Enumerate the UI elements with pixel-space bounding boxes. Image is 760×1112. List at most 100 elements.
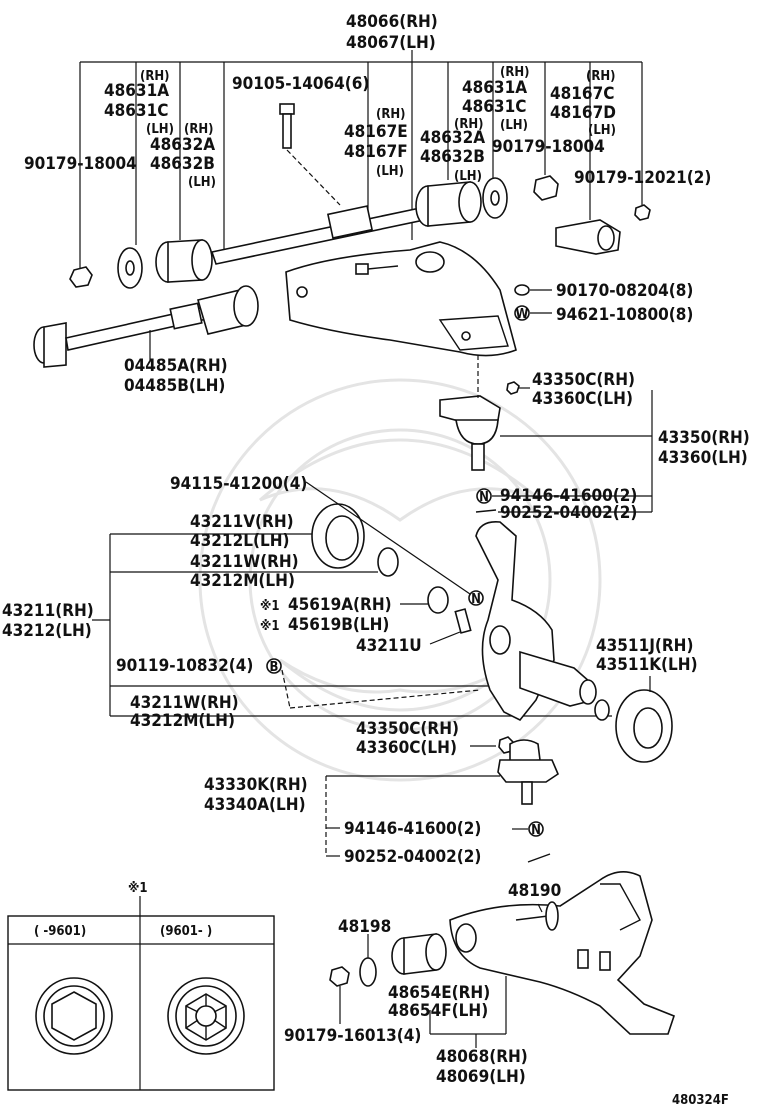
label-lh-1: (LH) bbox=[146, 122, 174, 137]
washer-48198 bbox=[359, 934, 377, 987]
label-48631C-2: 48631C bbox=[462, 97, 526, 117]
label-43330K: 43330K(RH) bbox=[204, 775, 308, 795]
label-43350C-upper: 43350C(RH) bbox=[532, 370, 635, 390]
nut-90179-12021 bbox=[634, 204, 651, 221]
label-48632B-1: 48632B bbox=[150, 154, 215, 174]
label-45619A: 45619A(RH) bbox=[288, 595, 392, 615]
label-rh-4: (RH) bbox=[454, 117, 484, 132]
label-43340A: 43340A(LH) bbox=[204, 795, 306, 815]
label-90170: 90170-08204(8) bbox=[556, 281, 693, 301]
leader-43211 bbox=[92, 533, 612, 717]
washer-marker-label: W bbox=[516, 307, 529, 322]
bearing-43211W-outer bbox=[594, 699, 610, 721]
watermark-emblem bbox=[198, 378, 602, 782]
label-48632A-1: 48632A bbox=[150, 135, 215, 155]
label-94146-upper: 94146-41600(2) bbox=[500, 486, 637, 506]
label-90179-18004-left: 90179-18004 bbox=[24, 154, 137, 174]
nut-marker-label: N bbox=[479, 490, 489, 505]
label-43511J: 43511J(RH) bbox=[596, 636, 693, 656]
label-rh-1: (RH) bbox=[140, 69, 170, 84]
label-lh-4: (LH) bbox=[454, 169, 482, 184]
spacer-45619 bbox=[400, 586, 449, 614]
label-43511K: 43511K(LH) bbox=[596, 655, 698, 675]
label-48632B-2: 48632B bbox=[420, 147, 485, 167]
lower-control-arm bbox=[449, 871, 675, 1035]
label-43212M-2: 43212M(LH) bbox=[130, 711, 235, 731]
label-04485A: 04485A(RH) bbox=[124, 356, 228, 376]
washer-94621-marker: W bbox=[514, 305, 552, 322]
nut-marker-label-3: N bbox=[531, 823, 541, 838]
label-star-1: ※1 bbox=[260, 599, 280, 614]
label-43212L: 43212L(LH) bbox=[190, 531, 289, 551]
label-90119: 90119-10832(4) bbox=[116, 656, 253, 676]
bushing-48632-right bbox=[415, 181, 482, 227]
bushing-48632-left bbox=[155, 239, 213, 283]
label-lh-2: (LH) bbox=[188, 175, 216, 190]
nut-90179-left bbox=[69, 266, 93, 288]
bearing-43211W bbox=[377, 547, 399, 577]
inset-hex-nut bbox=[35, 977, 113, 1055]
label-ref: 480324F bbox=[672, 1093, 729, 1108]
label-48654F: 48654F(LH) bbox=[388, 1001, 488, 1021]
label-43212: 43212(LH) bbox=[2, 621, 92, 641]
seal-43211V bbox=[311, 503, 365, 569]
cotter-pin-90252 bbox=[527, 853, 551, 863]
dust-cover-43511 bbox=[615, 676, 673, 763]
label-48069: 48069(LH) bbox=[436, 1067, 526, 1087]
bolt-marker-label: B bbox=[270, 660, 279, 675]
label-48631A-2: 48631A bbox=[462, 78, 527, 98]
label-48198: 48198 bbox=[338, 917, 391, 937]
label-lh-5: (LH) bbox=[500, 118, 528, 133]
label-43212M-1: 43212M(LH) bbox=[190, 571, 295, 591]
label-90252-upper: 90252-04002(2) bbox=[500, 503, 637, 523]
cam-48167 bbox=[555, 219, 621, 255]
label-48632A-2: 48632A bbox=[420, 128, 485, 148]
label-48631A-1: 48631A bbox=[104, 81, 169, 101]
label-43360C-lower: 43360C(LH) bbox=[356, 738, 457, 758]
label-lh-3: (LH) bbox=[376, 164, 404, 179]
label-48631C-1: 48631C bbox=[104, 101, 168, 121]
label-90179-18004-right: 90179-18004 bbox=[492, 137, 605, 157]
inset-hex-socket bbox=[167, 977, 245, 1055]
leader-48068 bbox=[429, 976, 507, 1048]
label-lh-6: (LH) bbox=[588, 123, 616, 138]
label-rh-2: (RH) bbox=[184, 122, 214, 137]
label-inset-col1: ( -9601) bbox=[34, 924, 86, 939]
label-48167C: 48167C bbox=[550, 84, 614, 104]
lower-ball-joint bbox=[470, 736, 559, 805]
label-48066: 48066(RH) bbox=[346, 12, 438, 32]
label-48167E: 48167E bbox=[344, 122, 408, 142]
label-48190: 48190 bbox=[508, 881, 561, 901]
bolt-90105 bbox=[279, 103, 341, 206]
bolt-43211U bbox=[429, 608, 472, 645]
label-43211W-2: 43211W(RH) bbox=[130, 693, 239, 713]
nut-94146-lower: N bbox=[512, 821, 544, 838]
label-48167D: 48167D bbox=[550, 103, 616, 123]
label-inset-col2: (9601- ) bbox=[160, 924, 212, 939]
washer-48631-right bbox=[482, 177, 508, 219]
label-43211W-1: 43211W(RH) bbox=[190, 552, 299, 572]
label-43211: 43211(RH) bbox=[2, 601, 94, 621]
label-43350: 43350(RH) bbox=[658, 428, 750, 448]
label-48068: 48068(RH) bbox=[436, 1047, 528, 1067]
nut-90179-right bbox=[533, 175, 559, 201]
label-rh-5: (RH) bbox=[500, 65, 530, 80]
nut-94115: N bbox=[468, 590, 484, 607]
label-43350C-lower: 43350C(RH) bbox=[356, 719, 459, 739]
upper-ball-joint bbox=[439, 355, 520, 471]
label-43360: 43360(LH) bbox=[658, 448, 748, 468]
shaft-assy-04485 bbox=[33, 285, 259, 368]
label-rh-6: (RH) bbox=[586, 69, 616, 84]
nut-90170 bbox=[514, 284, 552, 296]
bolt-48167E bbox=[355, 263, 399, 275]
label-48167F: 48167F bbox=[344, 142, 408, 162]
label-04485B: 04485B(LH) bbox=[124, 376, 225, 396]
nut-94146-upper: N bbox=[475, 488, 652, 513]
steering-knuckle bbox=[475, 520, 597, 722]
nut-90179-16013 bbox=[329, 966, 350, 1024]
washer-48631-left bbox=[117, 247, 143, 289]
label-43211U: 43211U bbox=[356, 636, 422, 656]
label-48654E: 48654E(RH) bbox=[388, 983, 490, 1003]
bushing-48654 bbox=[391, 933, 447, 975]
